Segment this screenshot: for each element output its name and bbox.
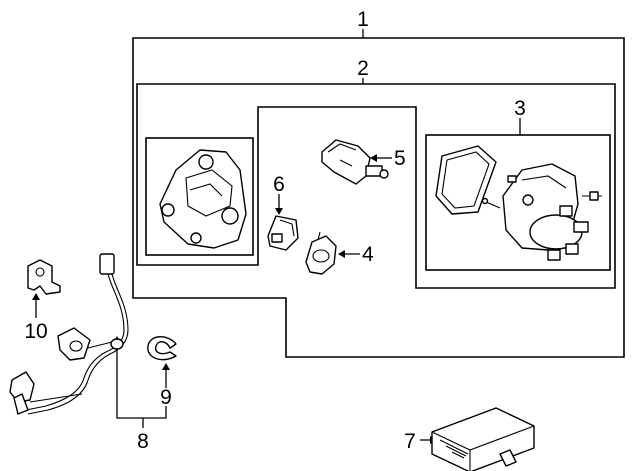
assembly-box-2	[136, 83, 616, 289]
callout-4: 4	[362, 243, 374, 266]
control-module-icon	[431, 407, 535, 471]
retaining-clip-icon	[147, 336, 177, 361]
callout-8: 8	[137, 430, 149, 453]
callout-10: 10	[24, 320, 47, 343]
callout-5: 5	[394, 147, 406, 170]
distributor-cap-rotor-icon	[435, 145, 602, 261]
callout-labels: 1 2 3 5 6 4 10 9 8 7	[24, 8, 526, 453]
callout-3: 3	[514, 97, 526, 120]
igniter-icon	[267, 215, 299, 251]
detail-box-3	[425, 134, 611, 271]
detail-box-housing	[145, 137, 254, 256]
assembly-box-1	[132, 37, 625, 358]
wiring-harness-icon	[9, 253, 129, 415]
distributor-housing-icon	[159, 149, 247, 249]
ignition-coil-icon	[321, 139, 389, 185]
mounting-bracket-icon	[27, 259, 61, 295]
callout-6: 6	[273, 173, 285, 196]
callout-9: 9	[160, 386, 172, 409]
callout-7: 7	[404, 430, 416, 453]
callout-1: 1	[357, 8, 369, 31]
rotor-icon	[305, 231, 337, 275]
callout-2: 2	[357, 57, 369, 80]
